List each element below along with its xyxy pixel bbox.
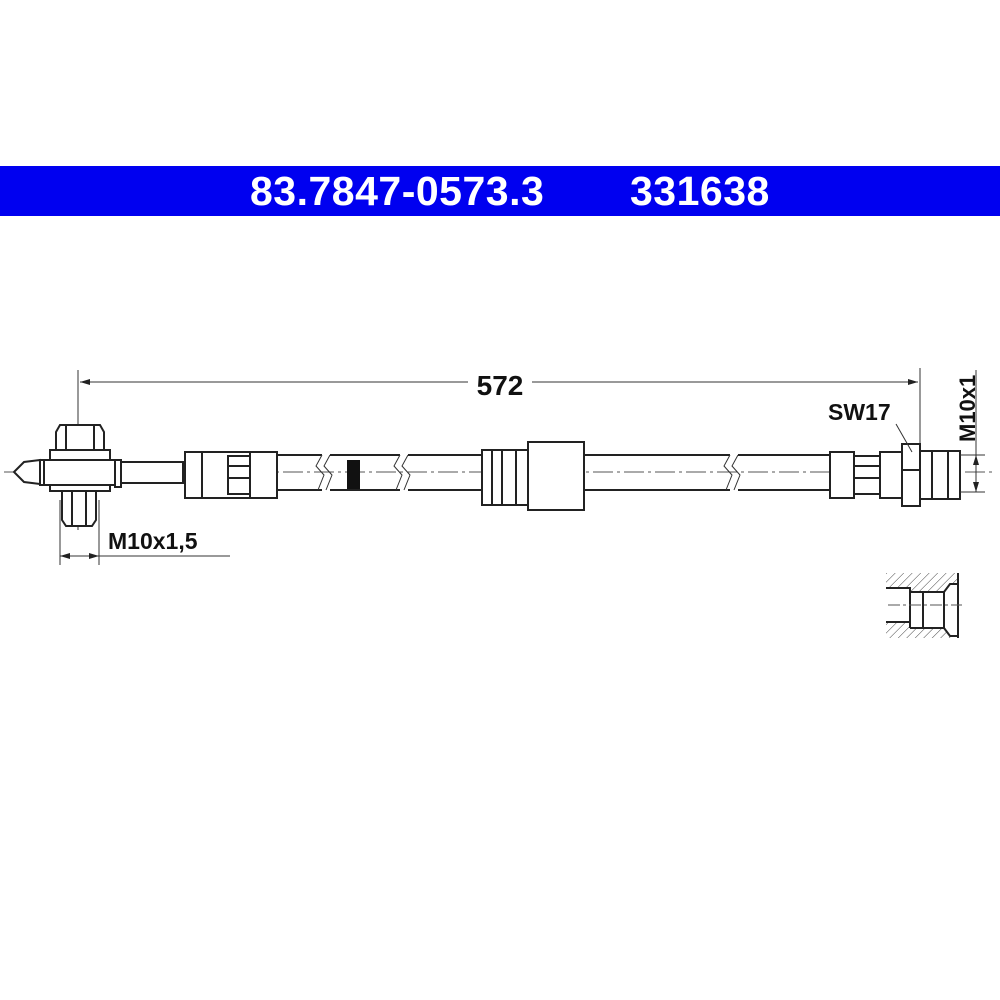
hose-marking <box>347 460 360 489</box>
wrench-size-callout: SW17 <box>828 399 913 453</box>
left-thread-dimension: M10x1,5 <box>59 500 230 565</box>
left-crimp-sleeve <box>184 451 278 499</box>
hose <box>277 441 830 511</box>
part-number: 83.7847-0573.3 <box>250 168 545 214</box>
article-number: 331638 <box>630 168 770 214</box>
right-thread-dimension: M10x1 <box>955 370 985 493</box>
right-thread-label: M10x1 <box>955 375 980 442</box>
header-band: 83.7847-0573.3 331638 <box>0 166 1000 216</box>
wrench-size-label: SW17 <box>828 399 891 425</box>
length-dimension: 572 <box>77 368 921 530</box>
left-thread-label: M10x1,5 <box>108 528 198 554</box>
right-fitting <box>829 443 961 507</box>
length-label: 572 <box>477 370 524 401</box>
port-section-detail <box>886 573 962 638</box>
left-banjo-fitting <box>12 424 184 527</box>
